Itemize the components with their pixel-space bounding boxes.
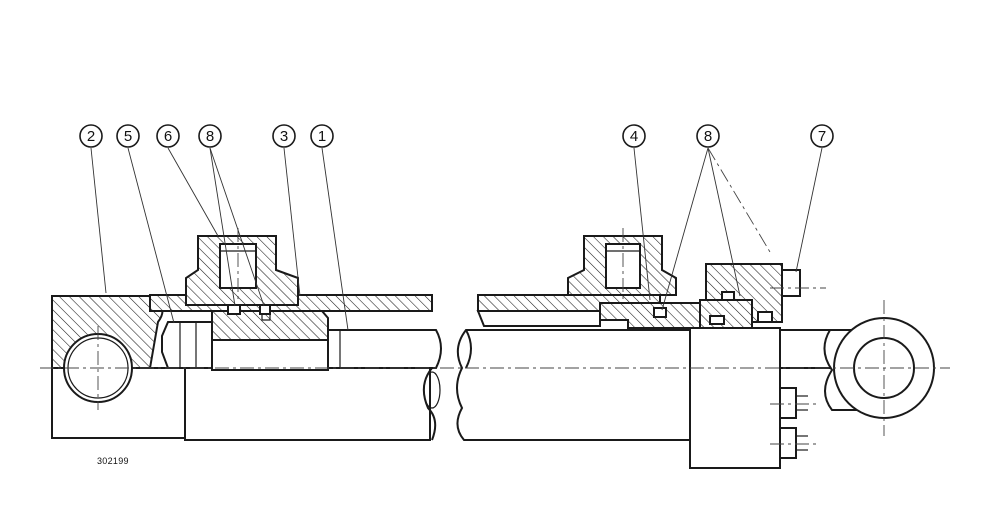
svg-text:3: 3: [280, 128, 288, 145]
drawing-code: 302199: [97, 456, 129, 466]
callout-3: 3: [272, 124, 296, 148]
head-seal-a: [721, 291, 735, 301]
callout-1: 1: [310, 124, 334, 148]
centerlines: [40, 287, 950, 445]
piston-seal-a: [227, 304, 241, 315]
svg-text:1: 1: [318, 128, 326, 145]
svg-text:2: 2: [87, 128, 95, 145]
head-bolt-b: [779, 427, 797, 459]
callout-4: 4: [622, 124, 646, 148]
rod-break-right: [456, 329, 721, 441]
callout-8-right: 8: [696, 124, 720, 148]
head-bolt-top: [781, 269, 801, 297]
head-seal-c: [757, 311, 773, 323]
callout-5: 5: [116, 124, 140, 148]
head-seal-b: [709, 315, 725, 325]
svg-text:4: 4: [630, 128, 638, 145]
callout-7: 7: [810, 124, 834, 148]
callout-2: 2: [79, 124, 103, 148]
rod-guide: [599, 302, 701, 329]
svg-text:7: 7: [818, 128, 826, 145]
svg-text:8: 8: [206, 128, 214, 145]
head-flange: [689, 327, 781, 469]
piston-seal-b: [259, 304, 271, 315]
callout-8-left: 8: [198, 124, 222, 148]
svg-text:5: 5: [124, 128, 132, 145]
piston-rod-left: [327, 329, 442, 369]
callout-6: 6: [156, 124, 180, 148]
head-bolt-a: [779, 387, 797, 419]
cylinder-base-end: [51, 228, 442, 441]
cylinder-head-end: [456, 228, 935, 469]
piston-nut: [161, 321, 213, 369]
callouts: 2 5 6 8 3 1 4 8: [79, 124, 834, 331]
svg-text:8: 8: [704, 128, 712, 145]
piston-lower: [211, 339, 329, 371]
svg-text:6: 6: [164, 128, 172, 145]
cylinder-tube-bevel: [476, 310, 601, 327]
